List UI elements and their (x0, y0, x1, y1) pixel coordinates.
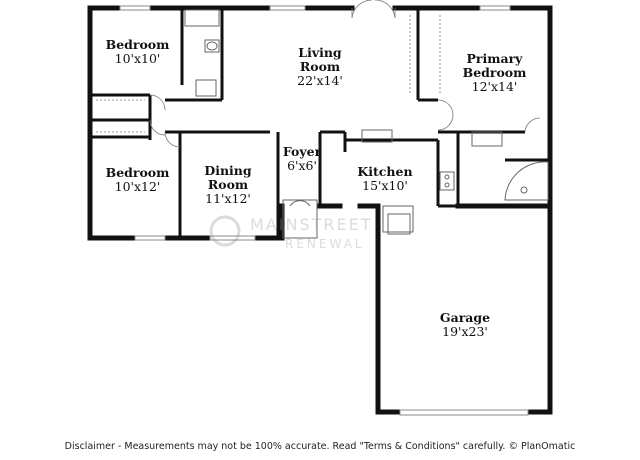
room-name: Bedroom (105, 37, 170, 52)
doors (96, 0, 541, 148)
room-name-line2: Room (207, 177, 249, 192)
room-name-line2: Bedroom (462, 65, 527, 80)
room-dimensions: 6'x6' (287, 158, 317, 173)
windows (119, 5, 529, 416)
room-dining-room: Dining Room 11'x12' (192, 164, 264, 206)
room-dimensions: 12'x14' (471, 79, 518, 94)
room-dimensions: 10'x10' (114, 51, 161, 66)
exterior-walls (87, 5, 553, 415)
watermark-logo: MAINSTREET RENEWAL (209, 215, 372, 251)
room-bedroom-1: Bedroom 10'x10' (100, 38, 175, 66)
room-garage: Garage 19'x23' (425, 311, 505, 339)
room-dimensions: 22'x14' (297, 73, 343, 88)
room-dimensions: 15'x10' (362, 178, 408, 193)
room-dimensions: 11'x12' (205, 191, 251, 206)
disclaimer-text: Disclaimer - Measurements may not be 100… (64, 441, 576, 452)
room-living-room: Living Room 22'x14' (280, 46, 360, 88)
room-name: Foyer (282, 144, 322, 159)
room-name: Bedroom (105, 165, 170, 180)
room-foyer: Foyer 6'x6' (280, 145, 324, 173)
room-bedroom-2: Bedroom 10'x12' (100, 166, 175, 194)
room-dimensions: 10'x12' (114, 179, 161, 194)
watermark-line1: MAINSTREET (250, 215, 372, 234)
room-name: Kitchen (357, 164, 413, 179)
room-name-line1: Living (298, 45, 342, 60)
room-name: Garage (439, 310, 491, 325)
room-name-line1: Dining (204, 163, 252, 178)
watermark-line2: RENEWAL (285, 237, 365, 251)
interior-walls (90, 8, 550, 238)
room-name-line1: Primary (466, 51, 523, 66)
room-name-line2: Room (299, 59, 341, 74)
room-dimensions: 19'x23' (442, 324, 488, 339)
room-kitchen: Kitchen 15'x10' (350, 165, 420, 193)
fixtures (184, 9, 549, 239)
room-primary-bedroom: Primary Bedroom 12'x14' (452, 52, 537, 94)
